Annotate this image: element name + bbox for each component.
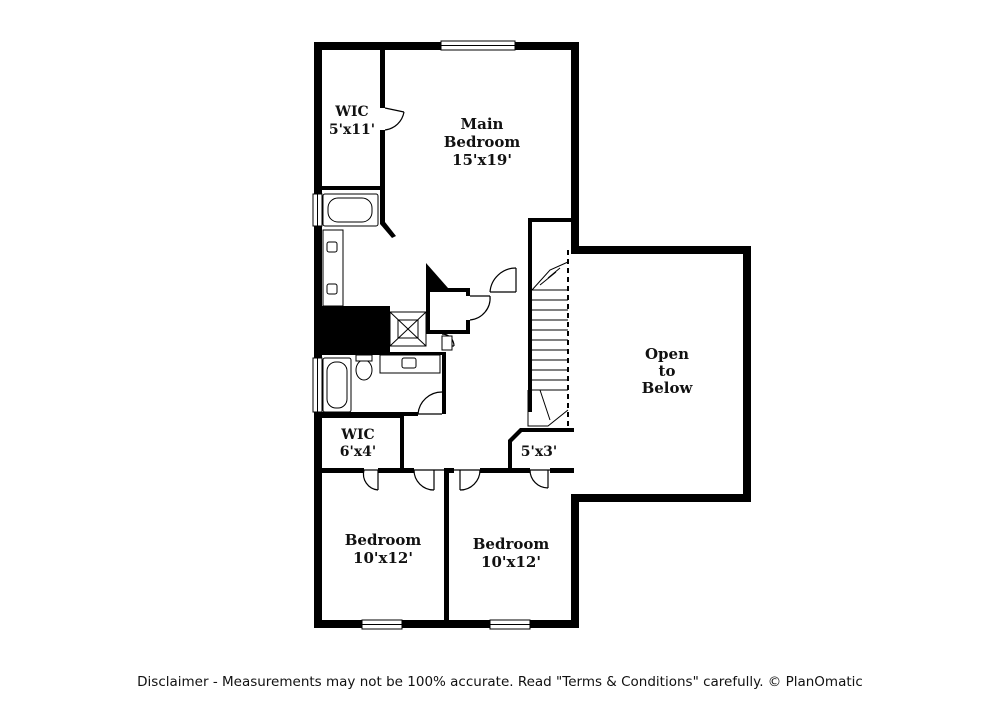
wic-small-name: WIC bbox=[340, 427, 374, 443]
open-to-below-line3: Below bbox=[642, 379, 694, 397]
bedroom-left-size: 10'x12' bbox=[353, 549, 413, 567]
open-to-below-walls bbox=[571, 246, 751, 502]
bedroom-right-name: Bedroom bbox=[473, 535, 550, 553]
windows bbox=[312, 40, 531, 630]
open-to-below-line1: Open bbox=[645, 345, 689, 363]
wic-main-name: WIC bbox=[334, 104, 368, 120]
toilet-bath2 bbox=[355, 359, 373, 381]
main-bedroom-size: 15'x19' bbox=[452, 151, 512, 169]
bedroom-left-name: Bedroom bbox=[345, 531, 422, 549]
staircase bbox=[527, 250, 569, 427]
disclaimer-text: Disclaimer - Measurements may not be 100… bbox=[137, 674, 863, 690]
room-labels: WIC 5'x11' Main Bedroom 15'x19' Open to … bbox=[329, 104, 694, 571]
doors bbox=[362, 107, 550, 491]
closet-small-size: 5'x3' bbox=[521, 444, 557, 460]
interior-walls bbox=[322, 50, 574, 620]
main-bedroom-name-1: Main bbox=[461, 115, 504, 133]
wic-small-size: 6'x4' bbox=[340, 444, 376, 460]
bedroom-right-size: 10'x12' bbox=[481, 553, 541, 571]
main-bedroom-name-2: Bedroom bbox=[444, 133, 521, 151]
vanity-main bbox=[322, 229, 344, 307]
wic-main-size: 5'x11' bbox=[329, 122, 375, 138]
bathroom-fixtures bbox=[322, 193, 453, 413]
open-to-below-line2: to bbox=[659, 362, 676, 380]
